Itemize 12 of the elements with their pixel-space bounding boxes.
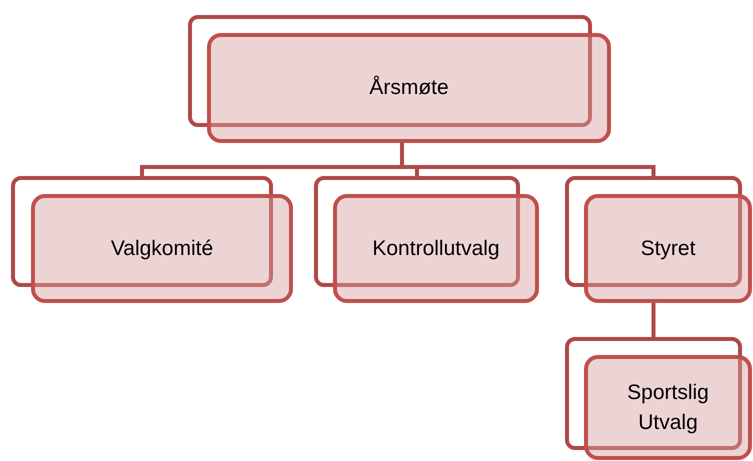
org-box: [584, 355, 752, 460]
box-label: Kontrollutvalg: [372, 236, 500, 262]
box-label: Styret: [640, 236, 696, 262]
box-label: Sportslig Utvalg: [626, 380, 710, 436]
box-label: Årsmøte: [369, 74, 449, 101]
org-box: [207, 33, 611, 143]
org-box: [333, 194, 539, 303]
connector-line: [400, 143, 656, 176]
box-label: Valgkomité: [110, 236, 214, 262]
org-box: [584, 194, 752, 303]
org-box: [31, 194, 293, 303]
connector-line: [652, 303, 656, 337]
